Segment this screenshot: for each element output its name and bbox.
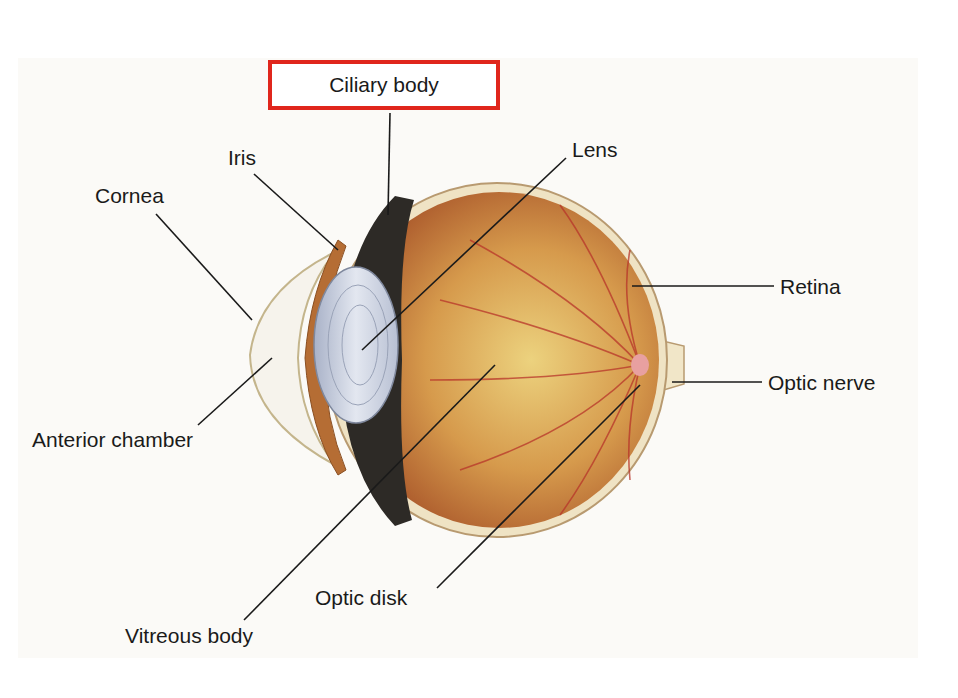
part-label: Retina <box>780 275 841 299</box>
blood-vessels <box>430 205 640 515</box>
part-label: Vitreous body <box>125 624 253 648</box>
part-name: Ciliary body <box>329 73 439 97</box>
part-label: Lens <box>572 138 618 162</box>
background-panel <box>18 58 918 658</box>
leader-lines <box>156 113 774 620</box>
lens-rings <box>328 285 388 405</box>
part-label: Cornea <box>95 184 164 208</box>
lens-shape <box>314 267 398 423</box>
part-label: Anterior chamber <box>32 428 193 452</box>
optic-disk-spot <box>631 354 649 376</box>
part-label: Optic disk <box>315 586 407 610</box>
highlight-box: Ciliary body <box>268 60 500 110</box>
part-label: Optic nerve <box>768 371 875 395</box>
part-label: Iris <box>228 146 256 170</box>
